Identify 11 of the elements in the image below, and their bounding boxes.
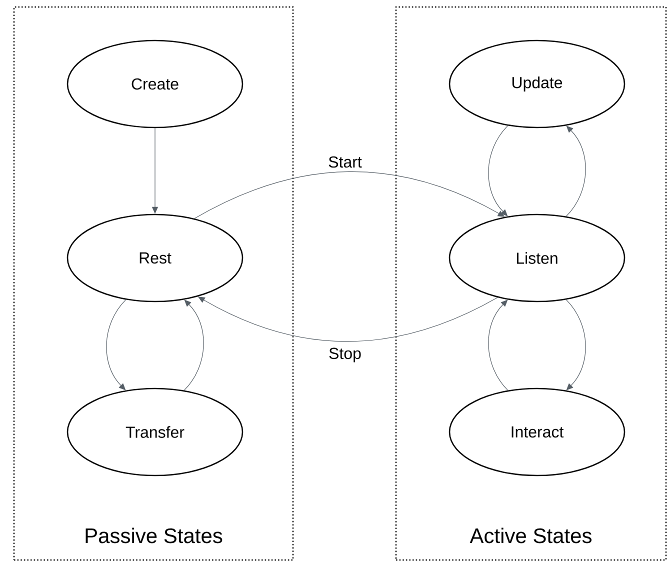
arrow — [488, 300, 508, 391]
arrow — [566, 299, 586, 390]
arrow — [184, 300, 204, 391]
arrow — [488, 125, 508, 216]
group-title: Passive States — [86, 528, 222, 544]
arrow — [106, 299, 126, 390]
edge-label: Stop — [328, 346, 362, 364]
arrow — [194, 171, 505, 219]
arrow — [566, 126, 586, 217]
group-title: Active States — [470, 528, 592, 544]
edge-label: Start — [327, 155, 363, 169]
